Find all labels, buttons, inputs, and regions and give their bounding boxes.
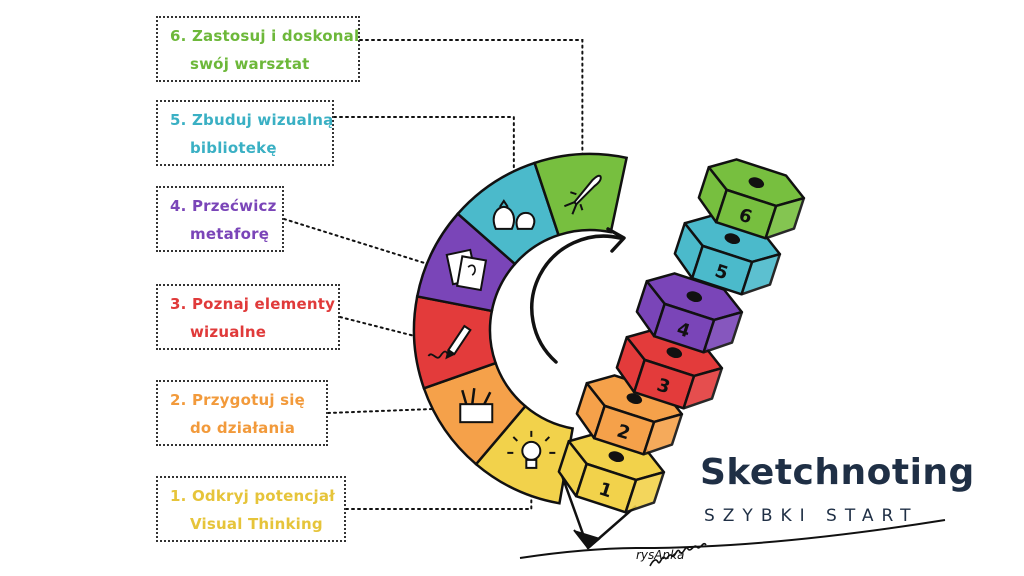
step-5-box: 5. Zbuduj wizualną bibliotekę	[156, 100, 334, 166]
step-1-box: 1. Odkryj potencjał Visual Thinking	[156, 476, 346, 542]
step-1-title: 1. Odkryj potencjał	[170, 487, 335, 505]
step-1-subtitle: Visual Thinking	[190, 515, 323, 533]
brand-signature: rysAnka	[636, 548, 685, 562]
cards-icon	[445, 248, 488, 292]
toolbox-icon	[459, 388, 494, 424]
connector-line-6	[359, 39, 584, 172]
step-5-subtitle: bibliotekę	[190, 139, 277, 157]
step-6-box: 6. Zastosuj i doskonal swój warsztat	[156, 16, 360, 82]
step-6-subtitle: swój warsztat	[190, 55, 310, 73]
pencil-segment-2: 2	[575, 374, 684, 456]
step-3-box: 3. Poznaj elementy wizualne	[156, 284, 340, 350]
pencil-number-6: 6	[736, 205, 754, 229]
pencil-segment-3: 3	[615, 328, 724, 410]
money-bags-icon	[492, 199, 536, 230]
pencil-number-3: 3	[654, 375, 672, 399]
pencil-lead	[573, 529, 601, 550]
step-4-subtitle: metaforę	[190, 225, 270, 243]
ring-icons	[427, 174, 602, 469]
pencil-segment-5: 5	[673, 214, 782, 296]
step-4-box: 4. Przećwicz metaforę	[156, 186, 284, 252]
step-2-title: 2. Przygotuj się	[170, 391, 305, 409]
pencil-number-4: 4	[674, 319, 692, 343]
step-6-title: 6. Zastosuj i doskonal	[170, 27, 360, 45]
step-5-title: 5. Zbuduj wizualną	[170, 111, 334, 129]
pencil-segment-4: 4	[635, 272, 744, 354]
step-2-box: 2. Przygotuj się do działania	[156, 380, 328, 446]
pencil-number-1: 1	[596, 479, 614, 503]
pencil-number-2: 2	[614, 421, 632, 445]
step-3-title: 3. Poznaj elementy	[170, 295, 336, 313]
connector-line-4	[283, 218, 446, 271]
step-2-subtitle: do działania	[190, 419, 296, 437]
pencil-number-5: 5	[712, 261, 730, 285]
lightbulb-icon	[507, 430, 556, 469]
step-4-title: 4. Przećwicz	[170, 197, 277, 215]
brand-subtitle: SZYBKI START	[704, 506, 919, 526]
pencil-segment-6: 6	[697, 158, 806, 240]
circular-arrow	[530, 227, 626, 364]
connector-line-5	[333, 116, 515, 194]
brand-title: Sketchnoting	[700, 452, 975, 493]
pencil-drawing-icon	[427, 324, 472, 360]
rocket-icon	[564, 174, 602, 215]
signature	[519, 519, 946, 567]
step-3-subtitle: wizualne	[190, 323, 267, 341]
